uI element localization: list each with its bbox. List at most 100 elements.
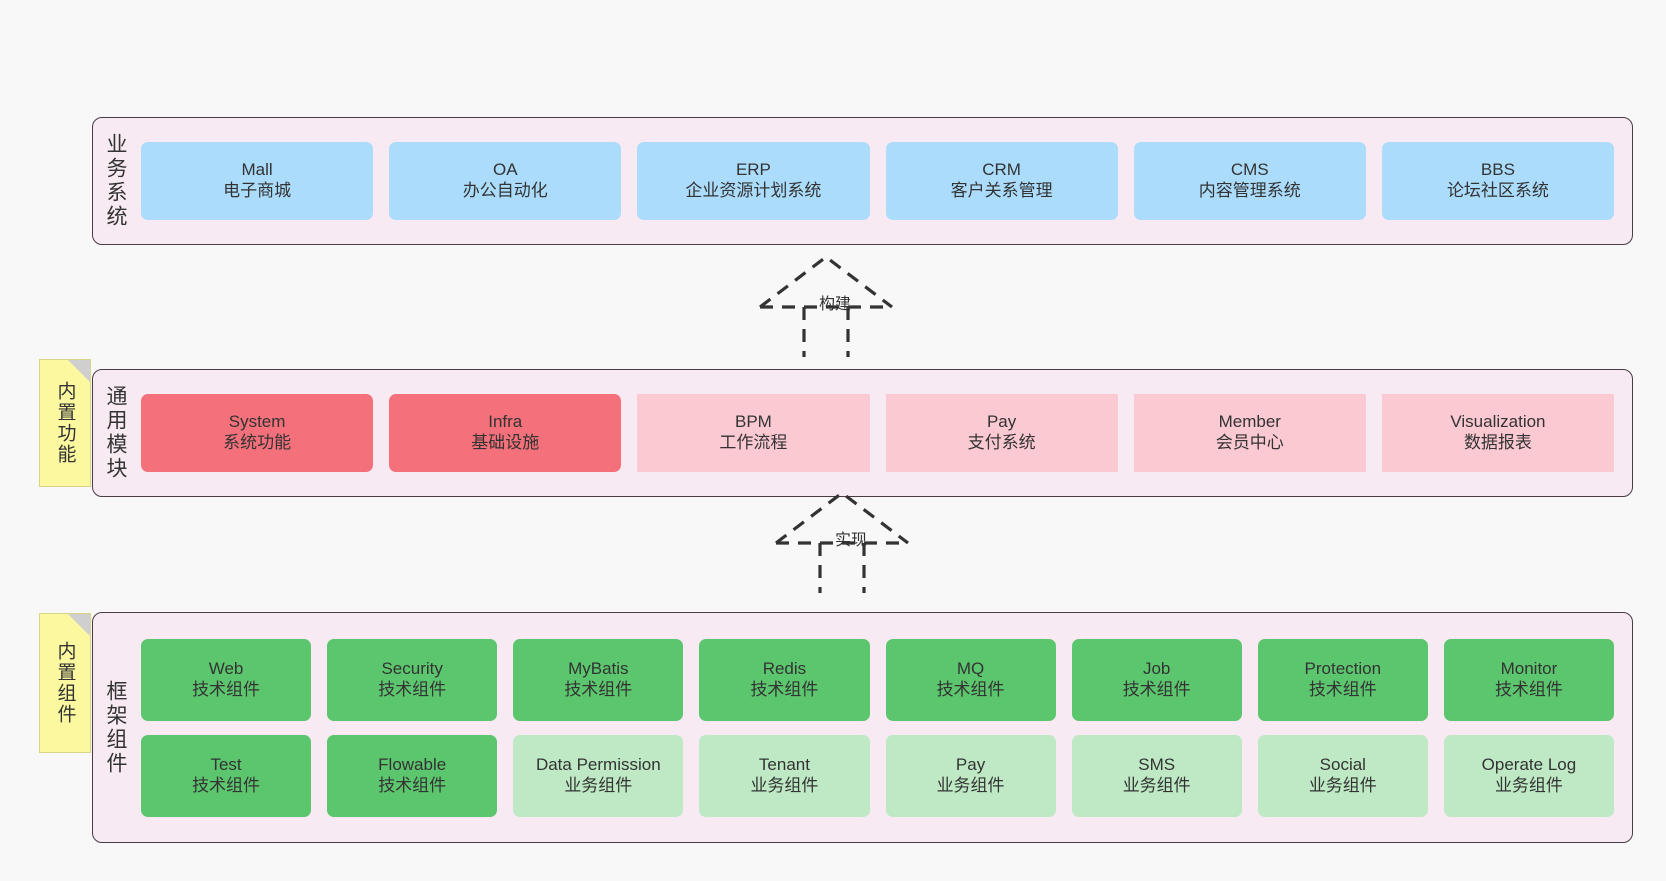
- node-subtitle: 系统功能: [223, 433, 292, 452]
- node-subtitle: 基础设施: [471, 433, 540, 452]
- node-subtitle: 技术组件: [192, 679, 261, 699]
- layer-body-framework-components: Web 技术组件 Security 技术组件 MyBatis 技术组件 Redi…: [137, 613, 1632, 842]
- note-label: 内置功能: [54, 381, 76, 465]
- note-built-in-functions: 内置功能: [39, 359, 91, 487]
- node-row: System 系统功能 Infra 基础设施 BPM 工作流程 Pay 支付系统…: [141, 394, 1615, 472]
- generalization-arrowhead: [759, 254, 893, 309]
- node-oa[interactable]: OA 办公自动化: [389, 142, 622, 220]
- node-web[interactable]: Web 技术组件: [141, 638, 312, 721]
- node-title: Pay: [955, 754, 986, 774]
- node-title: Member: [1218, 412, 1281, 432]
- node-title: System: [228, 412, 286, 432]
- node-row: Web 技术组件 Security 技术组件 MyBatis 技术组件 Redi…: [141, 638, 1614, 721]
- node-title: Social: [1319, 754, 1366, 774]
- node-title: Tenant: [758, 754, 810, 774]
- node-pay-module[interactable]: Pay 支付系统: [885, 394, 1118, 472]
- node-title: Flowable: [378, 754, 447, 774]
- node-row: Mall 电子商城 OA 办公自动化 ERP 企业资源计划系统 CRM 客户关系…: [141, 142, 1615, 220]
- node-title: MQ: [956, 658, 985, 678]
- node-subtitle: 数据报表: [1463, 433, 1532, 452]
- node-title: Visualization: [1450, 412, 1546, 432]
- node-infra[interactable]: Infra 基础设施: [389, 394, 622, 472]
- connector-label-build: 构建: [819, 296, 852, 313]
- node-subtitle: 企业资源计划系统: [685, 181, 822, 200]
- node-mall[interactable]: Mall 电子商城: [141, 142, 374, 220]
- node-subtitle: 技术组件: [1308, 679, 1377, 699]
- node-member[interactable]: Member 会员中心: [1133, 394, 1366, 472]
- layer-body-common-modules: System 系统功能 Infra 基础设施 BPM 工作流程 Pay 支付系统…: [137, 370, 1632, 496]
- node-title: Mall: [241, 160, 273, 180]
- node-title: CMS: [1230, 160, 1269, 180]
- node-subtitle: 工作流程: [719, 433, 788, 452]
- node-protection[interactable]: Protection 技术组件: [1257, 638, 1428, 721]
- node-subtitle: 办公自动化: [462, 181, 548, 200]
- node-title: Operate Log: [1481, 754, 1577, 774]
- node-subtitle: 技术组件: [192, 775, 261, 795]
- node-tenant[interactable]: Tenant 业务组件: [699, 734, 870, 817]
- node-redis[interactable]: Redis 技术组件: [699, 638, 870, 721]
- layer-label-common-modules: 通用模块: [104, 385, 128, 481]
- node-cms[interactable]: CMS 内容管理系统: [1133, 142, 1366, 220]
- node-row: Test 技术组件 Flowable 技术组件 Data Permission …: [141, 734, 1614, 817]
- note-fold-corner-icon: [68, 360, 90, 382]
- node-system[interactable]: System 系统功能: [141, 394, 374, 472]
- node-crm[interactable]: CRM 客户关系管理: [885, 142, 1118, 220]
- node-title: Infra: [488, 412, 523, 432]
- note-built-in-components: 内置组件: [39, 613, 91, 753]
- node-subtitle: 业务组件: [564, 775, 633, 795]
- layer-body-business-systems: Mall 电子商城 OA 办公自动化 ERP 企业资源计划系统 CRM 客户关系…: [137, 118, 1632, 244]
- node-test[interactable]: Test 技术组件: [141, 734, 312, 817]
- generalization-arrowhead: [775, 490, 909, 545]
- node-subtitle: 技术组件: [378, 679, 447, 699]
- node-security[interactable]: Security 技术组件: [327, 638, 498, 721]
- connector-build: 构建: [742, 252, 942, 362]
- note-fold-corner-icon: [68, 614, 90, 636]
- connector-label-implement: 实现: [835, 532, 868, 549]
- node-social[interactable]: Social 业务组件: [1257, 734, 1428, 817]
- node-subtitle: 技术组件: [1122, 679, 1191, 699]
- layer-label-business-systems: 业务系统: [104, 133, 128, 229]
- node-title: CRM: [982, 160, 1021, 180]
- node-subtitle: 技术组件: [378, 775, 447, 795]
- node-subtitle: 技术组件: [936, 679, 1005, 699]
- node-mybatis[interactable]: MyBatis 技术组件: [513, 638, 684, 721]
- node-title: Security: [381, 658, 443, 678]
- node-operate-log[interactable]: Operate Log 业务组件: [1443, 734, 1614, 817]
- node-visualization[interactable]: Visualization 数据报表: [1381, 394, 1615, 472]
- node-title: Monitor: [1500, 658, 1558, 678]
- node-pay-component[interactable]: Pay 业务组件: [885, 734, 1056, 817]
- node-erp[interactable]: ERP 企业资源计划系统: [637, 142, 870, 220]
- node-subtitle: 客户关系管理: [950, 181, 1053, 200]
- node-title: ERP: [735, 160, 771, 180]
- layer-framework-components: 框架组件 Web 技术组件 Security 技术组件 MyBatis 技术组件…: [92, 612, 1633, 843]
- node-subtitle: 业务组件: [750, 775, 819, 795]
- node-subtitle: 支付系统: [967, 433, 1036, 452]
- node-subtitle: 内容管理系统: [1198, 181, 1301, 200]
- node-subtitle: 业务组件: [1308, 775, 1377, 795]
- node-mq[interactable]: MQ 技术组件: [885, 638, 1056, 721]
- node-title: Data Permission: [535, 754, 661, 774]
- node-job[interactable]: Job 技术组件: [1071, 638, 1242, 721]
- node-title: Web: [208, 658, 244, 678]
- node-monitor[interactable]: Monitor 技术组件: [1443, 638, 1614, 721]
- node-data-permission[interactable]: Data Permission 业务组件: [513, 734, 684, 817]
- node-title: SMS: [1138, 754, 1176, 774]
- node-flowable[interactable]: Flowable 技术组件: [327, 734, 498, 817]
- node-bbs[interactable]: BBS 论坛社区系统: [1381, 142, 1615, 220]
- node-subtitle: 电子商城: [223, 181, 292, 200]
- node-title: Job: [1142, 658, 1171, 678]
- node-subtitle: 技术组件: [564, 679, 633, 699]
- node-bpm[interactable]: BPM 工作流程: [637, 394, 870, 472]
- node-subtitle: 技术组件: [1494, 679, 1563, 699]
- node-subtitle: 论坛社区系统: [1446, 181, 1549, 200]
- node-title: MyBatis: [568, 658, 629, 678]
- node-title: BBS: [1480, 160, 1515, 180]
- node-title: OA: [492, 160, 518, 180]
- node-title: Protection: [1304, 658, 1382, 678]
- node-subtitle: 业务组件: [1122, 775, 1191, 795]
- node-subtitle: 业务组件: [1494, 775, 1563, 795]
- node-sms[interactable]: SMS 业务组件: [1071, 734, 1242, 817]
- node-title: Redis: [762, 658, 807, 678]
- node-subtitle: 技术组件: [750, 679, 819, 699]
